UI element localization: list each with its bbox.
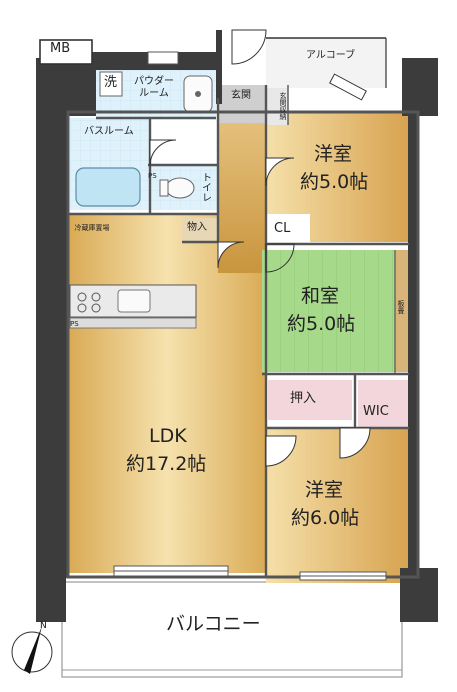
interior-walls <box>66 85 420 579</box>
fridge-label: 冷蔵庫置場 <box>74 224 110 232</box>
japanese-name: 和室 <box>301 285 340 307</box>
ldk-name: LDK <box>149 425 187 447</box>
entrance-storage-label: 玄関収納 <box>279 92 288 120</box>
bathtub <box>75 167 141 207</box>
entrance-floor <box>218 85 266 123</box>
mb-label: MB <box>50 41 71 56</box>
alcove-floor <box>266 38 386 88</box>
oshiire-label: 押入 <box>290 391 317 406</box>
north-compass-icon: N <box>11 621 53 674</box>
entrance-label: 玄関 <box>231 90 251 101</box>
japanese-floor <box>262 250 395 372</box>
ps-toilet-label: PS <box>148 172 157 180</box>
windows <box>113 51 387 581</box>
japanese-size: 約5.0帖 <box>287 313 356 335</box>
wic-floor <box>358 380 409 428</box>
toilet-bowl <box>165 177 195 199</box>
balcony-label: バルコニー <box>166 613 261 635</box>
ps-kitchen-label: PS <box>70 320 79 328</box>
wash-label: 洗 <box>104 75 118 90</box>
structure-walls <box>36 30 438 622</box>
wic-label: WIC <box>363 404 389 419</box>
western-north-size: 約5.0帖 <box>300 171 369 193</box>
western-north-name: 洋室 <box>314 143 353 165</box>
powder-room-label: パウダールーム <box>134 76 174 99</box>
western-south-size: 約6.0帖 <box>291 507 360 529</box>
storage-floor <box>182 218 218 242</box>
cl-label: CL <box>274 221 291 236</box>
bathroom-label: バスルーム <box>84 126 134 137</box>
ldk-floor <box>68 215 266 573</box>
oshiire-floor <box>268 380 352 420</box>
mb-box <box>39 39 93 65</box>
itajiki-floor <box>395 250 409 372</box>
western-south-name: 洋室 <box>305 479 344 501</box>
storage-label: 物入 <box>187 222 207 233</box>
itajiki-label: 板畳 <box>397 300 406 314</box>
svg-text:N: N <box>40 621 47 631</box>
washer-space <box>99 71 123 97</box>
cl-floor <box>266 214 310 244</box>
alcove-label: アルコーブ <box>306 50 356 61</box>
balcony-area <box>61 581 403 678</box>
doors <box>149 29 371 467</box>
ldk-size: 約17.2帖 <box>126 453 207 475</box>
entrance-storage-floor <box>266 85 288 125</box>
toilet-label: トイレ <box>199 172 211 202</box>
